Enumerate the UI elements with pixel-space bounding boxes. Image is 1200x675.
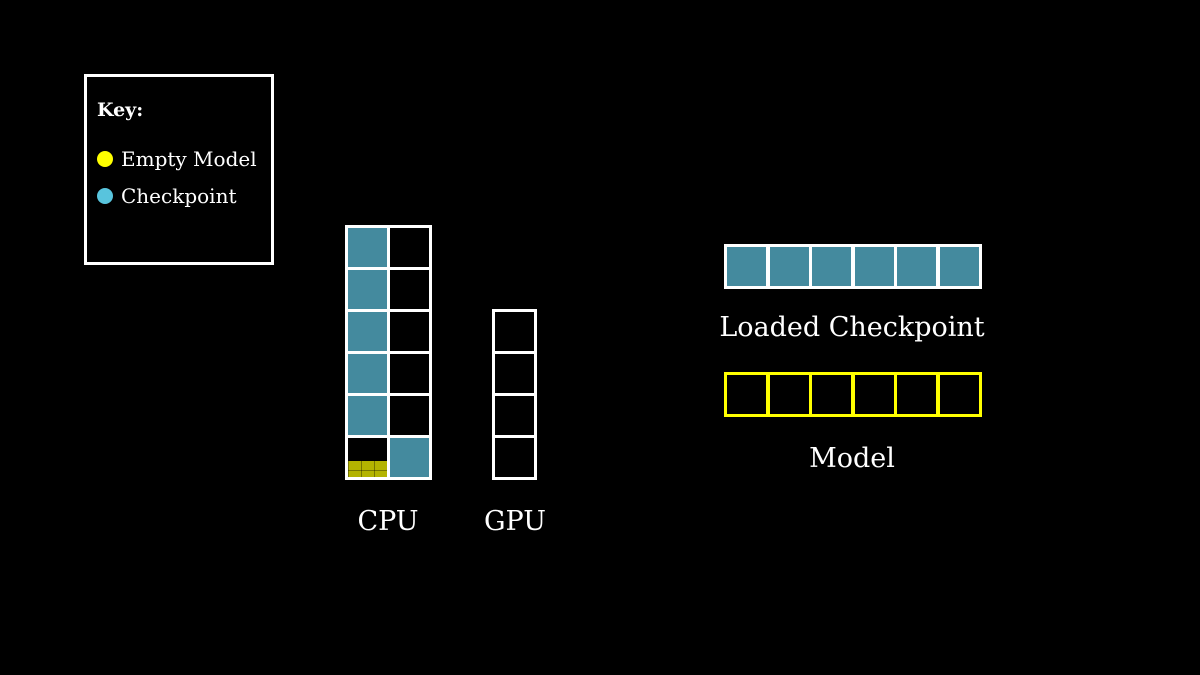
cpu-cell [387, 351, 432, 396]
gpu-cell [492, 309, 537, 354]
loaded-checkpoint-label: Loaded Checkpoint [719, 312, 985, 343]
key-item-checkpoint: Checkpoint [97, 184, 237, 208]
model-cell [766, 372, 812, 417]
cpu-cell [387, 393, 432, 438]
key-title: Key: [97, 99, 144, 121]
cpu-cell [387, 225, 432, 270]
yellow-dot-icon [97, 151, 113, 167]
cpu-cell [387, 435, 432, 480]
model-cell [936, 372, 982, 417]
loaded-checkpoint-cell [936, 244, 982, 289]
cpu-cell [387, 309, 432, 354]
loaded-checkpoint-cell [809, 244, 854, 289]
model-cell [809, 372, 854, 417]
cpu-cell [345, 351, 390, 396]
key-item-label: Checkpoint [121, 184, 237, 208]
gpu-label: GPU [483, 506, 546, 537]
key-item-label: Empty Model [121, 147, 257, 171]
gpu-cell [492, 351, 537, 396]
cpu-cell [345, 435, 390, 480]
model-cell [724, 372, 769, 417]
loaded-checkpoint-cell [894, 244, 939, 289]
cpu-cell [345, 267, 390, 312]
cpu-label: CPU [357, 506, 419, 537]
blue-dot-icon [97, 188, 113, 204]
loaded-checkpoint-cell [851, 244, 897, 289]
gpu-cell [492, 435, 537, 480]
key-item-empty-model: Empty Model [97, 147, 257, 171]
cpu-cell [345, 309, 390, 354]
key-legend: Key: Empty Model Checkpoint [84, 74, 274, 265]
cpu-cell [345, 393, 390, 438]
empty-model-partial-fill [348, 460, 387, 477]
model-cell [894, 372, 939, 417]
loaded-checkpoint-cell [724, 244, 769, 289]
model-label: Model [809, 443, 895, 474]
loaded-checkpoint-cell [766, 244, 812, 289]
gpu-cell [492, 393, 537, 438]
cpu-cell [345, 225, 390, 270]
cpu-cell [387, 267, 432, 312]
model-cell [851, 372, 897, 417]
